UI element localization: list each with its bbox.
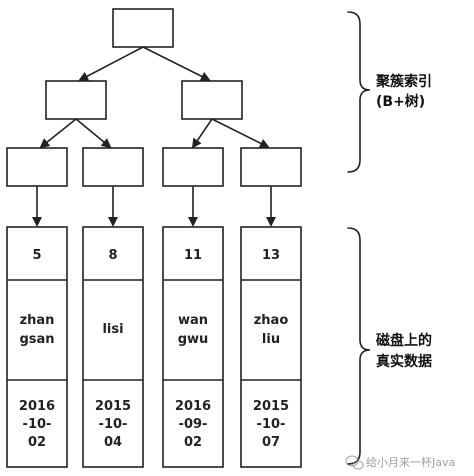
edge-right-leaf3 xyxy=(191,118,213,149)
record-name-line1: lisi xyxy=(102,322,123,337)
record-id: 11 xyxy=(184,248,202,263)
record-name-line2: liu xyxy=(262,332,280,347)
tree-leaf-node-1 xyxy=(6,147,68,187)
tree-label-line2: (B+树) xyxy=(376,93,425,110)
record-id: 8 xyxy=(108,248,117,263)
data-record-3: 11 wan gwu 2016 -09- 02 xyxy=(162,226,224,468)
record-date-line2: -09- xyxy=(179,417,208,432)
record-name-line1: wan xyxy=(178,313,208,328)
record-date-line3: 02 xyxy=(28,435,46,450)
data-record-4: 13 zhao liu 2015 -10- 07 xyxy=(240,226,302,468)
tree-internal-node-right xyxy=(181,80,243,120)
tree-leaf-node-3 xyxy=(162,147,224,187)
record-date-line2: -10- xyxy=(23,417,52,432)
data-record-2: 8 lisi 2015 -10- 04 xyxy=(82,226,144,468)
record-name-line1: zhan xyxy=(20,313,55,328)
tree-brace xyxy=(347,11,371,173)
edge-root-left xyxy=(78,46,144,81)
record-date-line1: 2015 xyxy=(95,399,131,414)
edge-right-leaf4 xyxy=(211,118,270,148)
tree-label-line1: 聚簇索引 xyxy=(375,73,432,90)
record-date-line2: -10- xyxy=(99,417,128,432)
edge-root-right xyxy=(142,46,211,81)
record-name-line1: zhao xyxy=(254,313,289,328)
record-date-line3: 04 xyxy=(104,435,122,450)
record-id: 5 xyxy=(32,248,41,263)
edge-left-leaf2 xyxy=(75,118,112,149)
record-name-line2: gwu xyxy=(178,332,209,347)
data-label-line1: 磁盘上的 xyxy=(376,332,432,349)
tree-leaf-node-2 xyxy=(82,147,144,187)
record-date-line2: -10- xyxy=(257,417,286,432)
wechat-icon xyxy=(345,455,364,470)
record-date-line1: 2016 xyxy=(175,399,211,414)
watermark: 给小月来一杯Java xyxy=(345,455,455,470)
data-brace xyxy=(347,227,371,465)
tree-internal-node-left xyxy=(45,80,107,120)
data-label-line2: 真实数据 xyxy=(376,353,432,370)
data-record-1: 5 zhan gsan 2016 -10- 02 xyxy=(6,226,68,468)
watermark-text: 给小月来一杯Java xyxy=(366,455,455,469)
record-date-line3: 02 xyxy=(184,435,202,450)
record-date-line1: 2016 xyxy=(19,399,55,414)
record-date-line1: 2015 xyxy=(253,399,289,414)
edge-left-leaf1 xyxy=(39,118,77,149)
tree-leaf-node-4 xyxy=(240,147,302,187)
record-date-line3: 07 xyxy=(262,435,280,450)
record-id: 13 xyxy=(262,248,280,263)
record-name-line2: gsan xyxy=(19,332,54,347)
tree-root-node xyxy=(112,8,174,48)
